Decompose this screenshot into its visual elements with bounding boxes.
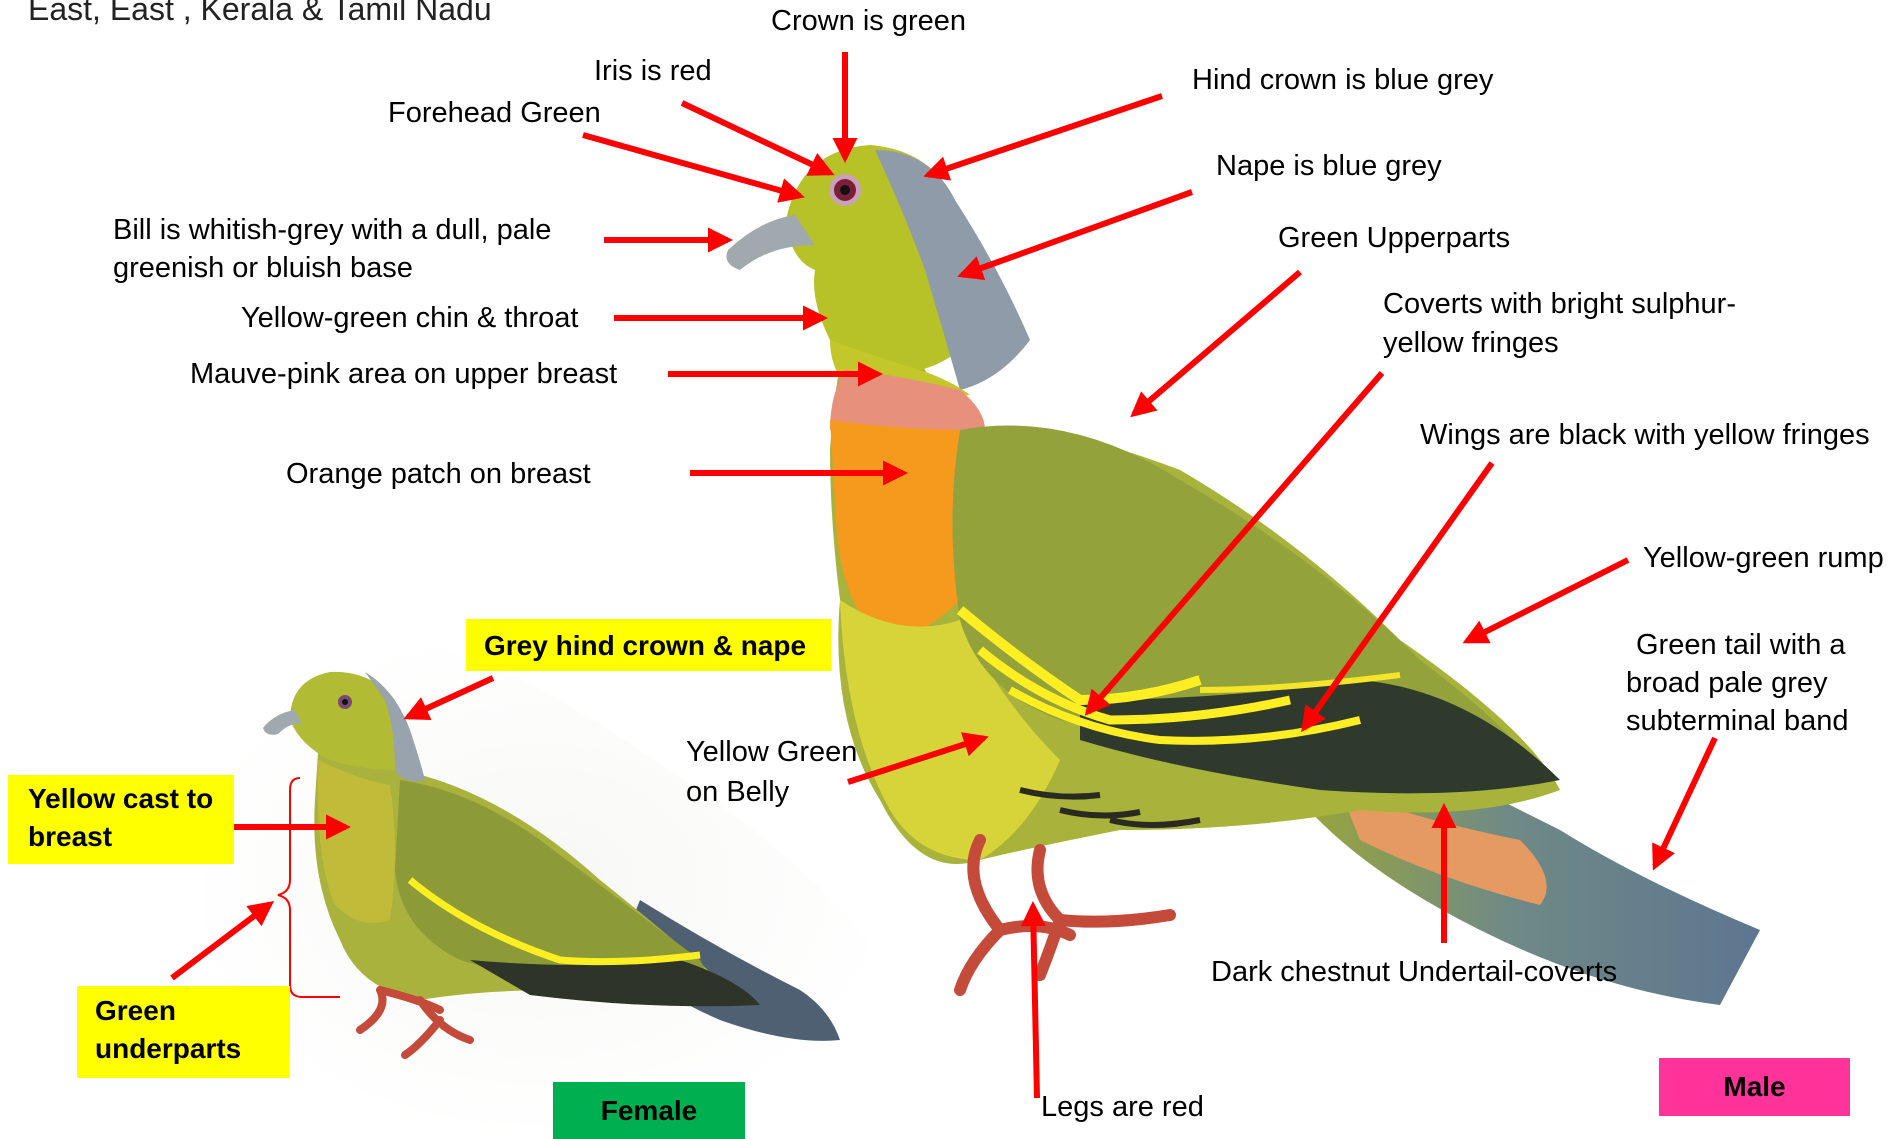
label-hind-crown: Hind crown is blue grey bbox=[1192, 62, 1493, 99]
arrow-tail bbox=[1655, 738, 1715, 866]
arrow-iris bbox=[682, 103, 830, 173]
label-coverts-line2: yellow fringes bbox=[1383, 325, 1559, 362]
label-legs: Legs are red bbox=[1041, 1089, 1204, 1126]
label-upperparts: Green Upperparts bbox=[1278, 220, 1510, 257]
label-crown: Crown is green bbox=[771, 3, 966, 40]
label-wings: Wings are black with yellow fringes bbox=[1420, 417, 1870, 454]
label-tail-line2: broad pale grey bbox=[1626, 665, 1828, 702]
label-green-underparts-line2: underparts bbox=[95, 1030, 290, 1068]
label-tail-line3: subterminal band bbox=[1626, 703, 1848, 740]
header-region-text: East, East , Kerala & Tamil Nadu bbox=[28, 0, 492, 28]
label-chin-throat: Yellow-green chin & throat bbox=[241, 300, 578, 337]
label-grey-hind-crown-nape: Grey hind crown & nape bbox=[466, 619, 831, 671]
female-tag: Female bbox=[553, 1082, 745, 1139]
male-bird bbox=[727, 145, 1761, 1005]
arrow-rump bbox=[1467, 560, 1628, 641]
arrow-hind-crown bbox=[928, 96, 1162, 175]
arrow-nape bbox=[962, 192, 1192, 275]
female-pupil bbox=[342, 699, 348, 705]
label-belly-line1: Yellow Green bbox=[686, 734, 857, 771]
label-forehead: Forehead Green bbox=[388, 95, 601, 132]
arrow-legs bbox=[1033, 906, 1037, 1098]
label-yellow-cast-box: Yellow cast to breast bbox=[8, 775, 234, 864]
label-belly-line2: on Belly bbox=[686, 774, 789, 811]
label-yellow-cast-line1: Yellow cast to bbox=[28, 780, 234, 818]
label-bill-line2: greenish or bluish base bbox=[113, 250, 413, 287]
label-bill-line1: Bill is whitish-grey with a dull, pale bbox=[113, 212, 551, 249]
label-yellow-cast-line2: breast bbox=[28, 818, 234, 856]
arrow-upperparts bbox=[1134, 272, 1300, 414]
male-pupil bbox=[840, 185, 850, 195]
label-nape: Nape is blue grey bbox=[1216, 148, 1442, 185]
label-green-underparts-box: Green underparts bbox=[77, 986, 290, 1078]
label-iris: Iris is red bbox=[594, 53, 712, 90]
male-leg-2 bbox=[1038, 850, 1171, 975]
label-undertail: Dark chestnut Undertail-coverts bbox=[1211, 954, 1617, 991]
label-mauve: Mauve-pink area on upper breast bbox=[190, 356, 617, 393]
label-orange: Orange patch on breast bbox=[286, 456, 591, 493]
label-coverts-line1: Coverts with bright sulphur- bbox=[1383, 286, 1736, 323]
male-tag: Male bbox=[1659, 1058, 1850, 1116]
label-tail-line1: Green tail with a bbox=[1636, 627, 1846, 664]
label-green-underparts-line1: Green bbox=[95, 992, 290, 1030]
label-rump: Yellow-green rump bbox=[1643, 540, 1884, 577]
